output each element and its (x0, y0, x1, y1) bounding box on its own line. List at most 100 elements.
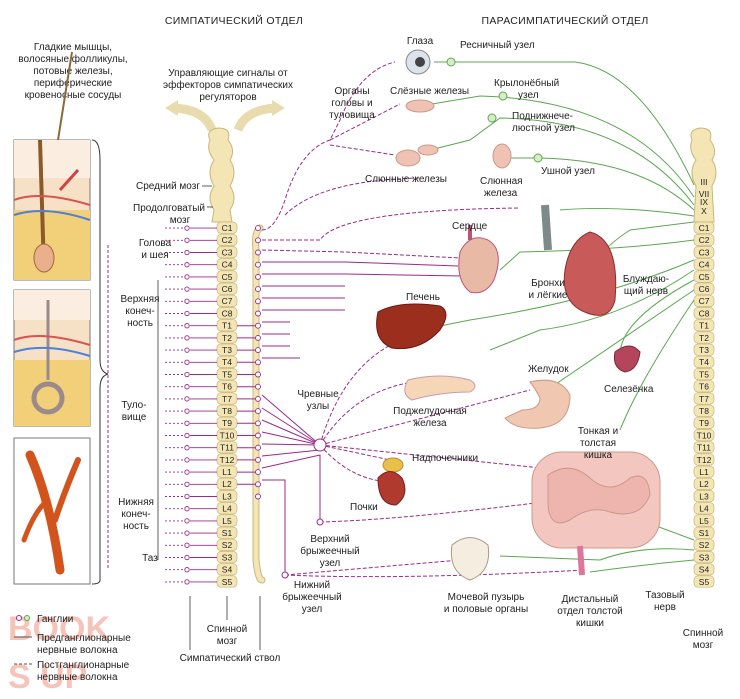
left-segment-label-s4: S4 (222, 565, 233, 575)
blood-vessel-inset (13, 437, 91, 585)
chain-ganglion-t7 (255, 395, 261, 402)
signal-arrowhead-right (272, 100, 285, 116)
left-segment-label-t8: T8 (222, 406, 232, 416)
pancreas-icon (404, 375, 476, 401)
left-segment-label-c8: C8 (222, 308, 233, 318)
left-ganglion-t12 (184, 457, 190, 463)
svg-text:Тонкая и: Тонкая и (578, 426, 618, 437)
left-segment-label-l5: L5 (222, 516, 232, 526)
right-segment-label-t8: T8 (699, 406, 709, 416)
right-spinal-cord: C1C2C3C4C5C6C7C8T1T2T3T4T5T6T7T8T9T10T11… (693, 221, 715, 588)
control-signals-label: Управляющие сигналы от эффекторов симпат… (163, 68, 293, 103)
svg-text:Спинной: Спинной (207, 624, 247, 635)
svg-text:головы и: головы и (331, 98, 372, 109)
left-segment-label-t9: T9 (222, 418, 232, 428)
right-segment-label-t7: T7 (699, 394, 709, 404)
right-segment-s4 (693, 563, 715, 576)
svg-text:Слюнная: Слюнная (480, 176, 523, 187)
chain-ganglion-c5 (255, 273, 261, 280)
lacrimal-gland-icon (405, 99, 435, 113)
midbrain-label: Средний мозг (136, 181, 200, 192)
chain-ganglion-c6 (255, 286, 261, 293)
left-segment-label-c6: C6 (222, 284, 233, 294)
inf-mesenteric-label: Нижний брыжеечный узел (282, 580, 341, 615)
hair-icon (57, 51, 73, 141)
svg-text:Спинной: Спинной (683, 628, 723, 639)
right-segment-label-t10: T10 (697, 430, 712, 440)
right-segment-t3 (693, 343, 715, 356)
left-brainstem (208, 127, 235, 223)
right-segment-s1 (693, 526, 715, 539)
eyes-label: Глаза (407, 36, 434, 47)
legend-ganglia: Ганглии (16, 614, 73, 625)
left-ganglion-l2 (184, 481, 190, 487)
svg-text:Мочевой пузырь: Мочевой пузырь (448, 592, 525, 603)
bronchi-label: Бронхи и лёгкие (529, 278, 568, 301)
right-segment-l3 (693, 490, 715, 503)
chain-ganglion-l3 (255, 493, 261, 500)
spleen-icon (614, 345, 641, 373)
liver-icon (376, 303, 447, 350)
svg-text:ность: ность (123, 521, 149, 532)
legend-preganglionic: Предганглионарные нервные волокна (14, 633, 131, 656)
chain-ganglion-t11 (255, 444, 261, 451)
right-brainstem (690, 127, 717, 223)
right-segment-c2 (693, 233, 715, 246)
head-neck-label: Голова и шея (139, 238, 172, 261)
intestine-label: Тонкая и толстая кишка (578, 426, 618, 461)
right-segment-t12 (693, 453, 715, 466)
svg-text:Тазовый: Тазовый (645, 590, 684, 601)
left-ganglion-c1 (184, 225, 190, 231)
svg-text:Дистальный: Дистальный (562, 594, 619, 605)
spinal-cord-right-label: Спинной мозг (683, 628, 723, 651)
left-segment-label-t12: T12 (220, 455, 235, 465)
right-segment-s3 (693, 551, 715, 564)
left-ganglion-s2 (184, 542, 190, 548)
left-segment-label-c4: C4 (222, 260, 233, 270)
svg-text:узел: узел (302, 604, 323, 615)
right-segment-t11 (693, 441, 715, 454)
left-segment-label-t11: T11 (220, 443, 234, 453)
inf-mesenteric-ganglion (281, 571, 289, 579)
right-segment-label-t2: T2 (699, 333, 709, 343)
left-ganglion-c8 (184, 310, 190, 317)
left-ganglion-s1 (184, 530, 190, 536)
right-segment-label-t9: T9 (699, 418, 709, 428)
right-segment-label-t1: T1 (699, 321, 709, 331)
svg-text:узел: узел (320, 558, 341, 569)
svg-text:нервные волокна: нервные волокна (37, 672, 118, 683)
left-segment-label-c5: C5 (222, 272, 233, 282)
pelvis-label: Таз (142, 553, 158, 564)
right-segment-label-c4: C4 (699, 260, 710, 270)
right-segment-t8 (693, 404, 715, 417)
chain-ganglion-c8 (255, 310, 261, 317)
left-segment-label-c3: C3 (222, 247, 233, 257)
kidneys-label: Почки (350, 502, 378, 513)
left-ganglion-t4 (184, 359, 190, 365)
heart-label: Сердце (452, 221, 488, 232)
signal-arrow-left (174, 103, 217, 132)
left-spinal-cord: C1C2C3C4C5C6C7C8T1T2T3T4T5T6T7T8T9T10T11… (216, 221, 238, 588)
right-segment-c7 (693, 294, 715, 307)
svg-text:железа: железа (413, 418, 447, 429)
chain-ganglion-t1 (255, 322, 261, 329)
left-segment-label-l3: L3 (222, 491, 232, 501)
svg-text:волосяные фолликулы,: волосяные фолликулы, (18, 53, 127, 65)
cranial-nerve-iii: III (700, 177, 707, 187)
kidney-icon (377, 471, 406, 506)
smooth-muscles-label: Гладкие мышцы, волосяные фолликулы, пото… (18, 42, 127, 101)
left-segment-label-s5: S5 (222, 577, 233, 587)
right-segment-label-s2: S2 (699, 540, 710, 550)
distal-colon-label: Дистальный отдел толстой кишки (557, 594, 623, 629)
right-segment-label-s3: S3 (699, 552, 710, 562)
intestine-icon (531, 451, 661, 576)
svg-text:толстая: толстая (580, 438, 616, 449)
svg-text:периферические: периферические (34, 77, 113, 89)
left-ganglion-s5 (184, 579, 190, 585)
salivary-glands-icon (395, 144, 439, 167)
left-segment-label-c2: C2 (222, 235, 233, 245)
chain-ganglion-t5 (255, 371, 261, 378)
svg-text:потовые железы,: потовые железы, (33, 66, 112, 77)
left-ganglion-t3 (184, 347, 190, 353)
right-segment-l5 (693, 514, 715, 527)
